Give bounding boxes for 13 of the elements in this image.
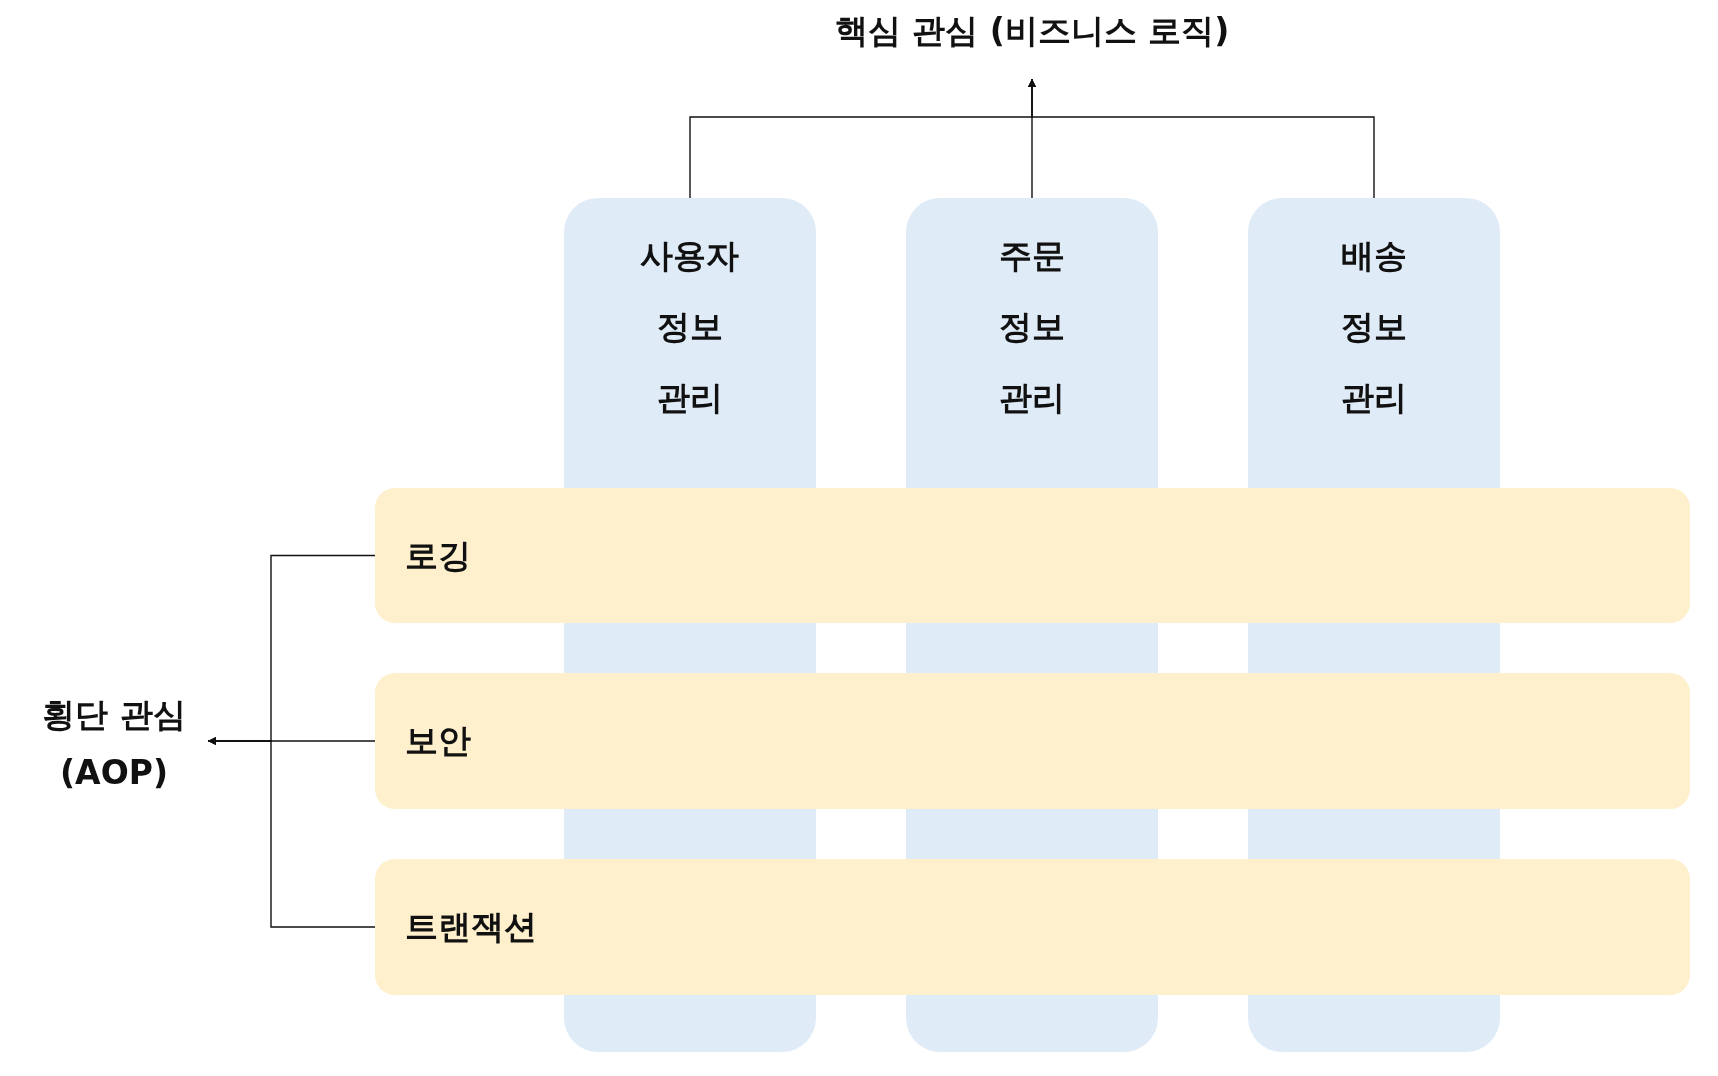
- connector-arrow: [1028, 78, 1375, 199]
- module-label: 주문 정보 관리: [998, 235, 1066, 419]
- concern-label: 트랜잭션: [405, 905, 537, 948]
- module-label: 배송 정보 관리: [1340, 235, 1408, 419]
- concern-band: [375, 488, 1690, 623]
- concern-band: [375, 859, 1690, 995]
- heading-label: 핵심 관심 (비즈니스 로직): [833, 10, 1231, 52]
- module-label: 사용자 정보 관리: [639, 235, 741, 419]
- concern-label: 로깅: [405, 534, 471, 576]
- concern-band: [375, 673, 1690, 809]
- heading-label: 횡단 관심 (AOP): [41, 694, 187, 794]
- concern-label: 보안: [405, 719, 471, 762]
- connector-arrow: [207, 737, 376, 928]
